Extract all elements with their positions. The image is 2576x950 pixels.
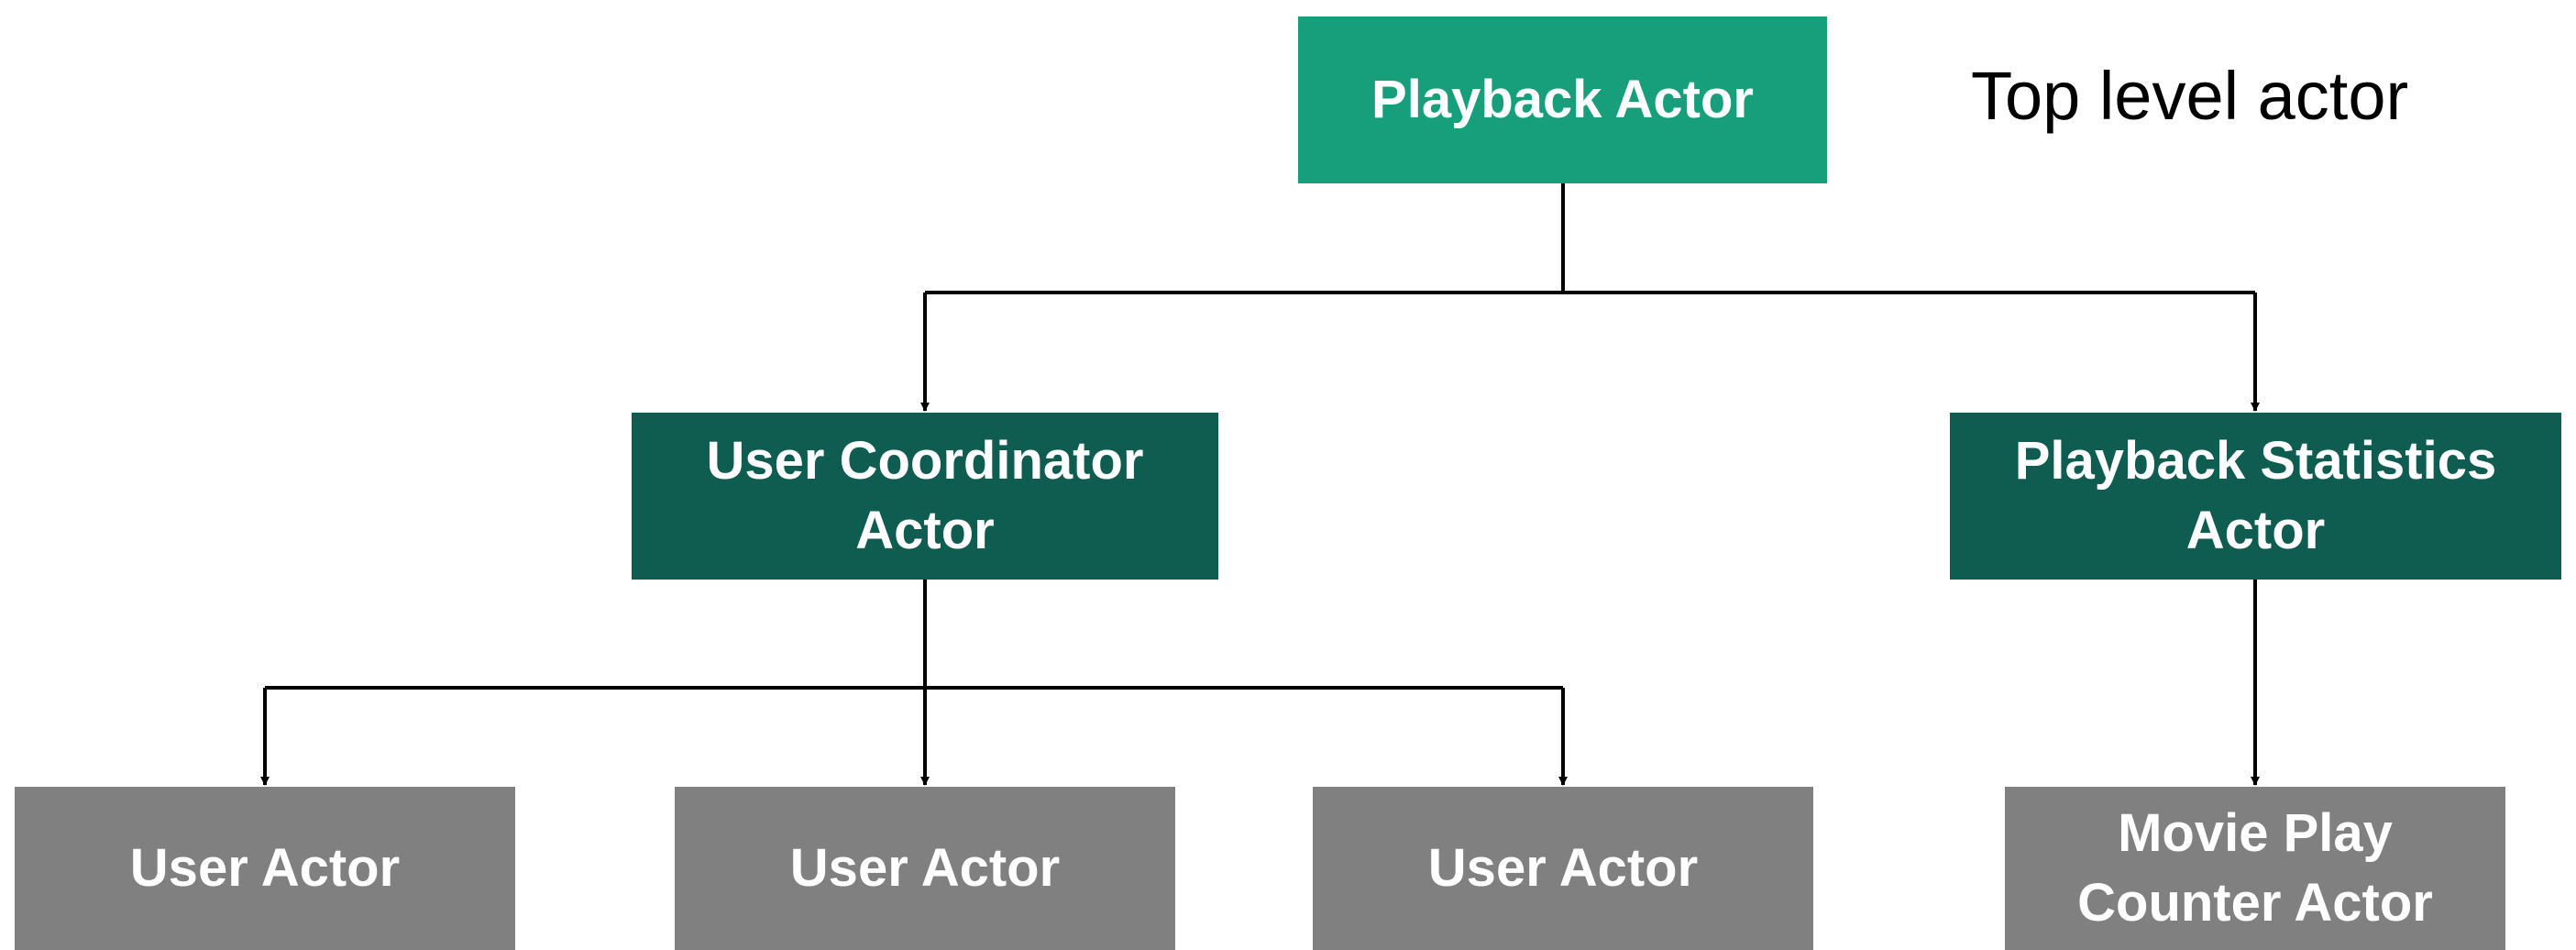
node-label: User Actor (789, 838, 1061, 898)
node-label: User Actor (129, 838, 401, 898)
node-label: User Coordinator Actor (706, 431, 1144, 560)
node-user-coordinator-actor: User Coordinator Actor (632, 413, 1218, 580)
node-label: Playback Statistics Actor (2014, 431, 2497, 560)
node-label: Playback Actor (1371, 70, 1754, 129)
node-label: Movie Play Counter Actor (2077, 803, 2433, 933)
node-user-actor-2: User Actor (675, 787, 1175, 950)
node-playback-actor: Playback Actor (1298, 17, 1827, 183)
node-user-actor-1: User Actor (15, 787, 515, 950)
node-label: User Actor (1427, 838, 1699, 898)
node-playback-statistics-actor: Playback Statistics Actor (1950, 413, 2561, 580)
top-level-caption: Top level actor (1971, 58, 2409, 134)
node-movie-play-counter-actor: Movie Play Counter Actor (2005, 787, 2505, 950)
node-user-actor-3: User Actor (1313, 787, 1813, 950)
